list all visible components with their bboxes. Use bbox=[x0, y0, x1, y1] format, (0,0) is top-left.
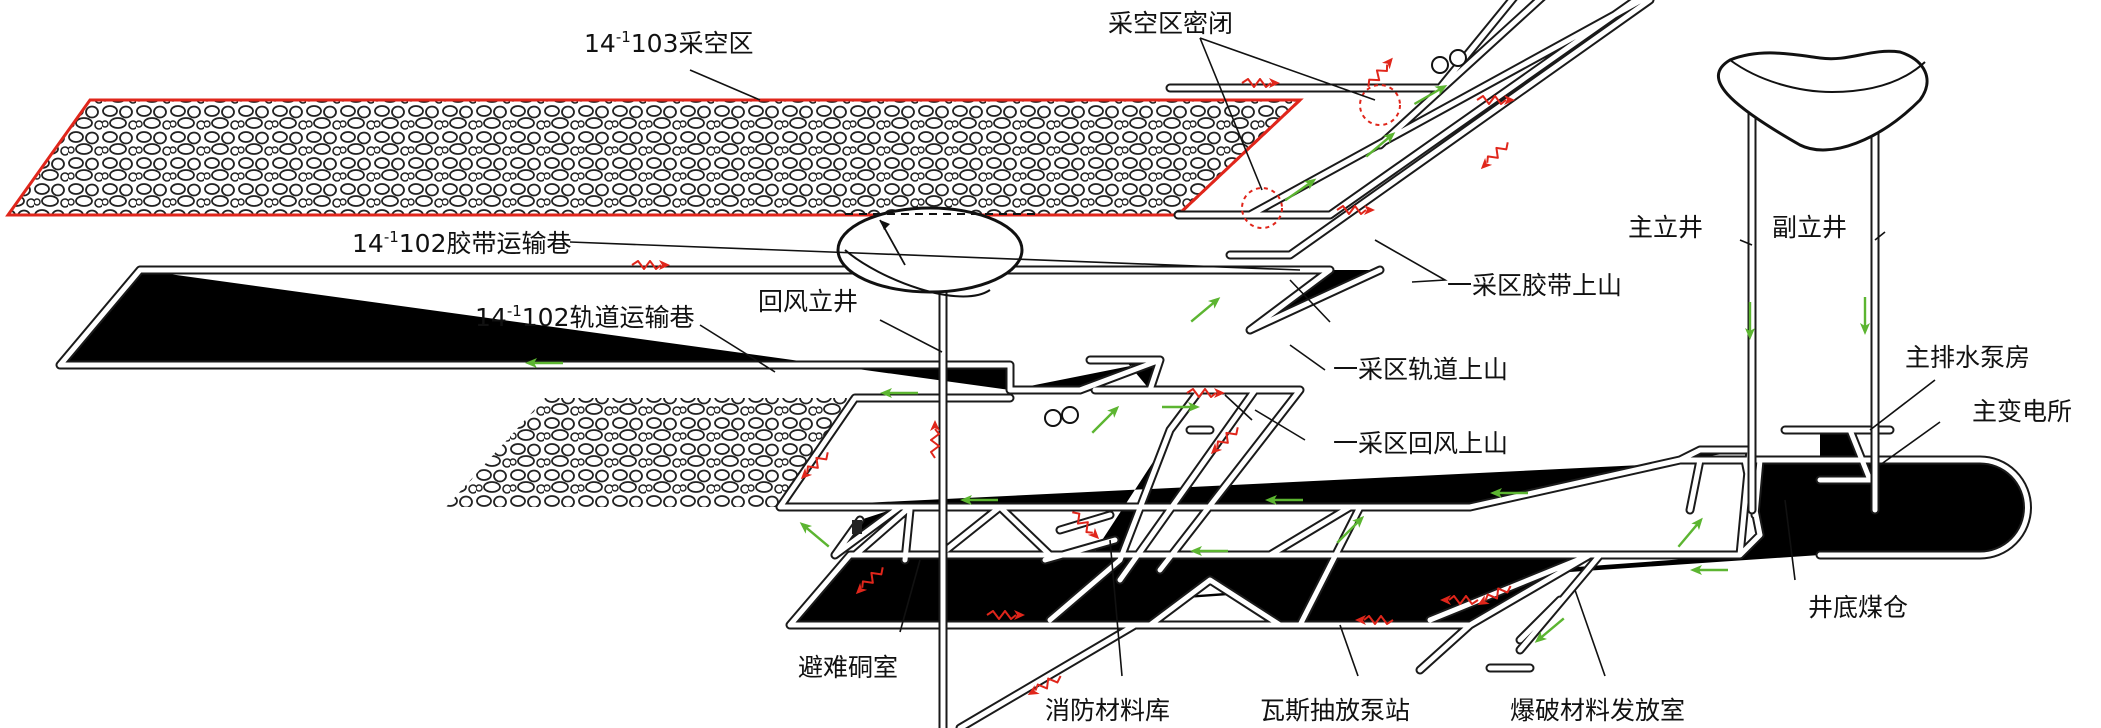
fresh-air-arrow-icon bbox=[1087, 402, 1123, 438]
label-goaf-seal: 采空区密闭 bbox=[1108, 9, 1233, 38]
label-aux-shaft: 副立井 bbox=[1772, 213, 1847, 242]
fan-icon bbox=[1044, 406, 1079, 427]
label-gas-station: 瓦斯抽放泵站 bbox=[1260, 696, 1410, 725]
labels: 14-1103采空区 采空区密闭 14-1102胶带运输巷 14-1102轨道运… bbox=[352, 9, 2072, 725]
goaf-lower-area bbox=[446, 398, 855, 507]
seal-marker-lower bbox=[1241, 187, 1283, 229]
fresh-air-arrow-icon bbox=[1186, 293, 1224, 327]
label-refuge: 避难硐室 bbox=[798, 653, 898, 682]
fresh-air-arrow-icon bbox=[1361, 128, 1399, 162]
return-shaft bbox=[836, 206, 1040, 728]
label-goaf-103: 14-1103采空区 bbox=[584, 28, 754, 58]
goaf-103-area bbox=[5, 98, 1304, 217]
fresh-air-arrow-icon bbox=[1673, 514, 1707, 552]
fresh-air-arrow-icon bbox=[796, 518, 834, 552]
fresh-air-arrow-icon bbox=[1690, 565, 1730, 575]
label-coal-bunker: 井底煤仓 bbox=[1808, 593, 1908, 622]
label-belt-incline: 一采区胶带上山 bbox=[1447, 271, 1622, 300]
label-main-shaft: 主立井 bbox=[1628, 213, 1703, 242]
fresh-air-arrow-icon bbox=[1860, 295, 1870, 335]
return-air-arrow-icon bbox=[1477, 137, 1513, 173]
fan-icon bbox=[1431, 49, 1467, 74]
tunnel-network bbox=[60, 0, 2028, 728]
label-pump-house: 主排水泵房 bbox=[1905, 343, 2030, 372]
label-substation: 主变电所 bbox=[1972, 397, 2072, 426]
label-fire-store: 消防材料库 bbox=[1045, 696, 1170, 725]
refuge-marker bbox=[852, 520, 862, 534]
seal-marker-upper bbox=[1359, 84, 1401, 126]
label-return-incline: 一采区回风上山 bbox=[1333, 429, 1508, 458]
label-explosive-store: 爆破材料发放室 bbox=[1510, 696, 1685, 725]
leader-lines bbox=[569, 37, 1941, 677]
label-track-102: 14-1102轨道运输巷 bbox=[475, 302, 695, 332]
shaft-bowl bbox=[1717, 49, 1929, 152]
label-track-incline: 一采区轨道上山 bbox=[1333, 355, 1508, 384]
label-return-shaft: 回风立井 bbox=[758, 287, 858, 316]
label-belt-102: 14-1102胶带运输巷 bbox=[352, 228, 572, 258]
